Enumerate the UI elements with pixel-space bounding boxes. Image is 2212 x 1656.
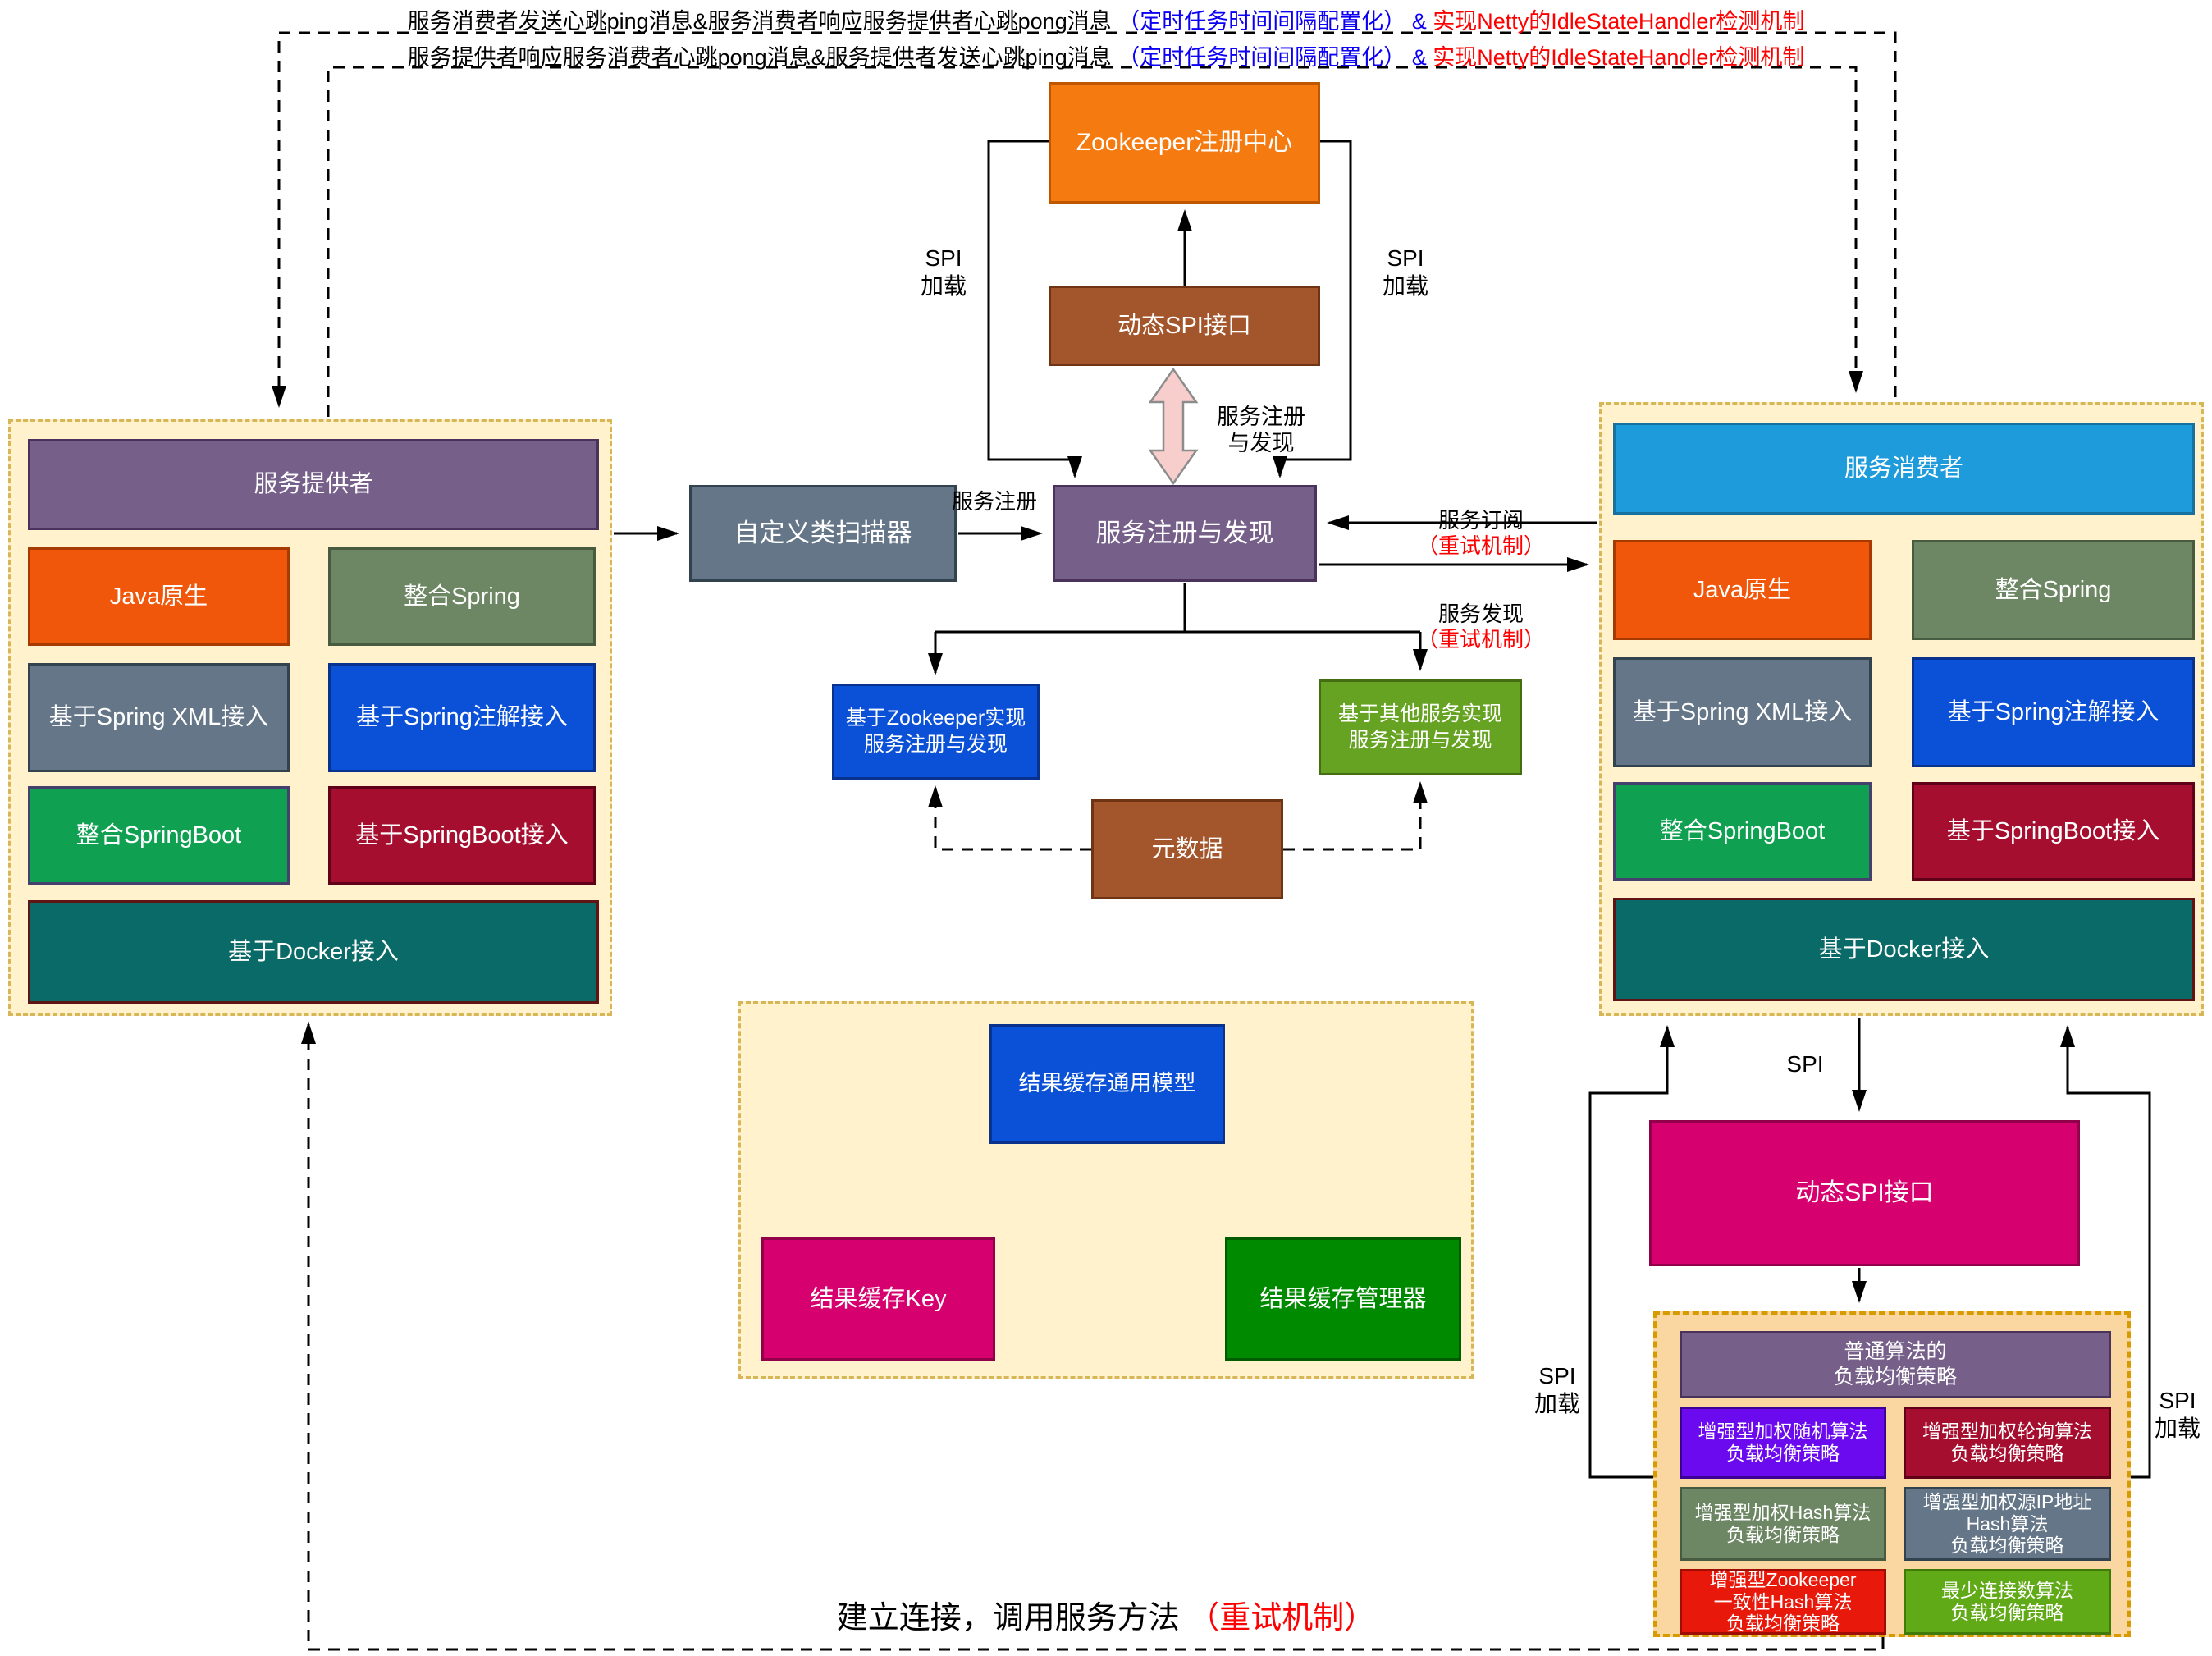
heartbeat-line-1-red: 实现Netty的IdleStateHandler检测机制: [1433, 9, 1805, 34]
service-subscribe-retry-text: （重试机制）: [1416, 533, 1545, 559]
service-subscribe-text: 服务订阅: [1437, 508, 1524, 533]
heartbeat-line-2: 服务提供者响应服务消费者心跳pong消息&服务提供者发送心跳ping消息 （定时…: [0, 39, 2212, 71]
provider-docker-access-box: 基于Docker接入: [28, 900, 599, 1004]
service-discover-text: 服务发现: [1437, 602, 1524, 627]
provider-spring-box: 整合Spring: [328, 547, 596, 646]
service-discover-retry-text: （重试机制）: [1416, 627, 1545, 652]
consumer-docker-access-box: 基于Docker接入: [1613, 898, 2195, 1001]
provider-spring-annotation-box: 基于Spring注解接入: [328, 663, 596, 772]
lb-common-algorithms-header-box: 普通算法的 负载均衡策略: [1680, 1331, 2111, 1398]
provider-spring-xml-box: 基于Spring XML接入: [28, 663, 290, 772]
connect-invoke-text: 建立连接，调用服务方法: [836, 1601, 1180, 1635]
lb-weighted-round-robin-box: 增强型加权轮询算法 负载均衡策略: [1904, 1407, 2111, 1479]
heartbeat-line-1: 服务消费者发送心跳ping消息&服务消费者响应服务提供者心跳pong消息 （定时…: [0, 3, 2212, 35]
load-balancing-panel: 普通算法的 负载均衡策略 增强型加权随机算法 负载均衡策略 增强型加权轮询算法 …: [1653, 1311, 2131, 1637]
heartbeat-line-1-black: 服务消费者发送心跳ping消息&服务消费者响应服务提供者心跳pong消息: [407, 9, 1112, 34]
service-discover-edge-label: 服务发现 （重试机制）: [1346, 576, 1616, 653]
heartbeat-line-2-black: 服务提供者响应服务消费者心跳pong消息&服务提供者发送心跳ping消息: [407, 45, 1112, 70]
lb-weighted-random-box: 增强型加权随机算法 负载均衡策略: [1680, 1407, 1886, 1479]
spi-label-right-column: SPI: [1786, 1051, 1824, 1077]
service-consumer-panel: 服务消费者 Java原生 整合Spring 基于Spring XML接入 基于S…: [1599, 402, 2204, 1016]
result-cache-model-box: 结果缓存通用模型: [989, 1024, 1225, 1144]
heartbeat-line-2-red: 实现Netty的IdleStateHandler检测机制: [1433, 45, 1805, 70]
custom-class-scanner-box: 自定义类扫描器: [689, 485, 957, 582]
connect-invoke-bottom-label: 建立连接，调用服务方法 （重试机制）: [0, 1592, 2212, 1637]
lb-least-connections-box: 最少连接数算法 负载均衡策略: [1904, 1569, 2111, 1635]
consumer-spring-annotation-box: 基于Spring注解接入: [1912, 657, 2195, 767]
heartbeat-line-1-blue: （定时任务时间间隔配置化） &: [1117, 9, 1433, 34]
service-registry-discovery-box: 服务注册与发现: [1053, 485, 1317, 582]
consumer-springboot-box: 整合SpringBoot: [1613, 782, 1872, 881]
result-cache-manager-box: 结果缓存管理器: [1225, 1237, 1461, 1361]
heartbeat-line-2-blue: （定时任务时间间隔配置化） &: [1117, 45, 1433, 70]
consumer-springboot-access-box: 基于SpringBoot接入: [1912, 782, 2195, 881]
consumer-spring-box: 整合Spring: [1912, 540, 2195, 640]
register-discover-arrow-label: 服务注册 与发现: [1217, 405, 1305, 456]
spi-load-label-bottom-right: SPI 加载: [2154, 1388, 2201, 1441]
spi-load-label-bottom-left: SPI 加载: [1533, 1363, 1580, 1416]
consumer-header-box: 服务消费者: [1613, 423, 2195, 515]
dynamic-spi-interface-top-box: 动态SPI接口: [1049, 286, 1320, 366]
service-subscribe-edge-label: 服务订阅 （重试机制）: [1346, 483, 1616, 560]
consumer-java-native-box: Java原生: [1613, 540, 1872, 640]
zookeeper-registry-center-box: Zookeeper注册中心: [1049, 82, 1320, 204]
lb-weighted-source-ip-hash-box: 增强型加权源IP地址 Hash算法 负载均衡策略: [1904, 1487, 2111, 1561]
service-register-edge-label: 服务注册: [951, 489, 1037, 514]
zookeeper-impl-registry-box: 基于Zookeeper实现 服务注册与发现: [832, 684, 1040, 780]
consumer-spring-xml-box: 基于Spring XML接入: [1613, 657, 1872, 767]
provider-springboot-access-box: 基于SpringBoot接入: [328, 786, 596, 885]
dynamic-spi-interface-right-box: 动态SPI接口: [1649, 1120, 2080, 1266]
provider-springboot-box: 整合SpringBoot: [28, 786, 290, 885]
metadata-box: 元数据: [1091, 799, 1283, 899]
service-provider-panel: 服务提供者 Java原生 整合Spring 基于Spring XML接入 基于S…: [8, 419, 612, 1016]
provider-java-native-box: Java原生: [28, 547, 290, 646]
lb-zookeeper-consistent-hash-box: 增强型Zookeeper 一致性Hash算法 负载均衡策略: [1680, 1569, 1886, 1635]
provider-header-box: 服务提供者: [28, 439, 599, 530]
result-cache-key-box: 结果缓存Key: [761, 1237, 995, 1361]
lb-weighted-hash-box: 增强型加权Hash算法 负载均衡策略: [1680, 1487, 1886, 1561]
connect-invoke-retry-text: （重试机制）: [1188, 1601, 1376, 1635]
register-discover-double-arrow: [1148, 367, 1199, 486]
result-cache-panel: 结果缓存通用模型 结果缓存Key 结果缓存管理器: [738, 1001, 1474, 1379]
other-service-impl-registry-box: 基于其他服务实现 服务注册与发现: [1319, 679, 1522, 775]
spi-load-label-right: SPI 加载: [1382, 245, 1428, 299]
spi-load-label-left: SPI 加载: [920, 245, 967, 299]
